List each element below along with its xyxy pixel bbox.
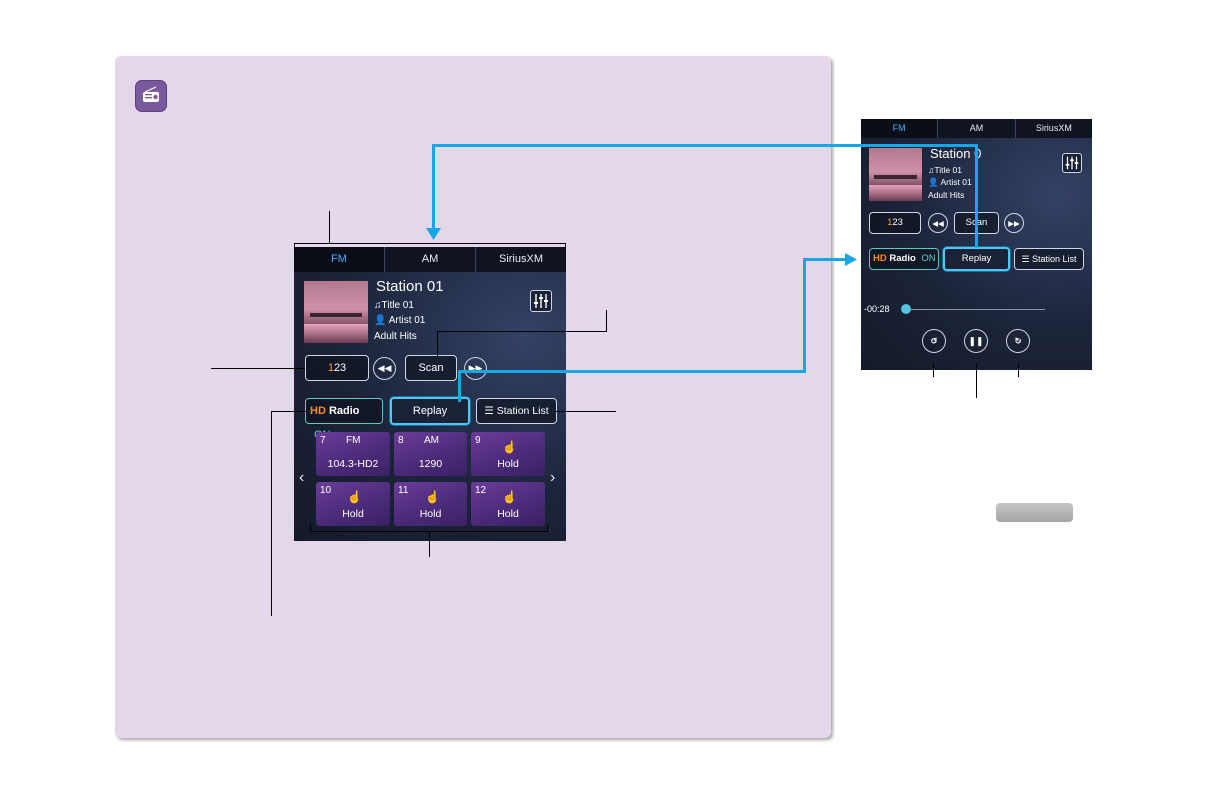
connector-top-v-left	[432, 144, 435, 230]
callout-bracket-tabs	[294, 243, 566, 244]
genre: Adult Hits	[928, 190, 965, 200]
preset-11[interactable]: 11 ☝ Hold	[394, 482, 467, 526]
equalizer-icon	[1065, 156, 1079, 170]
callout-bracket-tabs-right	[565, 243, 566, 250]
hd-radio-logo-icon: HD	[873, 253, 887, 264]
list-icon: ☰	[484, 405, 494, 417]
callout-line-tabs	[329, 211, 330, 244]
tab-fm[interactable]: FM	[861, 119, 939, 138]
connector-top-v-right	[975, 144, 978, 248]
person-icon: 👤	[928, 177, 939, 187]
callout-bracket-presets-left	[310, 524, 311, 532]
equalizer-icon	[534, 294, 548, 308]
fast-forward-icon: ▶▶	[468, 363, 483, 373]
rewind-icon: ◀◀	[377, 363, 392, 373]
connector-arrow-right-icon	[845, 253, 857, 266]
skip-back-button[interactable]: ↺5	[922, 329, 946, 353]
tab-fm[interactable]: FM	[294, 247, 385, 272]
replay-progress-knob[interactable]	[901, 304, 911, 314]
callout-line-hd-v	[271, 411, 272, 616]
album-art	[869, 148, 922, 201]
track-title: ♫Title 01	[374, 300, 414, 311]
callout-bracket-presets-right	[547, 524, 548, 532]
person-icon: 👤	[374, 315, 387, 326]
connector-mid-h2	[803, 258, 847, 261]
connector-mid-h1	[458, 370, 806, 373]
connector-mid-v1	[458, 370, 461, 402]
seek-forward-button[interactable]: ▶▶	[464, 357, 487, 380]
tab-am[interactable]: AM	[938, 119, 1016, 138]
hand-tap-icon: ☝	[502, 440, 517, 454]
replay-time-offset: -00:28	[864, 304, 890, 314]
station-name: Station 0	[930, 146, 982, 161]
preset-9[interactable]: 9 ☝ Hold	[471, 432, 545, 476]
tab-siriusxm[interactable]: SiriusXM	[1015, 119, 1092, 138]
direct-tune-button[interactable]: 123	[869, 212, 921, 234]
skip-forward-button[interactable]: ↻5	[1006, 329, 1030, 353]
station-list-button[interactable]: ☰ Station List	[1014, 248, 1084, 270]
track-artist: 👤 Artist 01	[928, 177, 972, 187]
hand-tap-icon: ☝	[347, 490, 362, 504]
pause-button[interactable]: ❚❚	[964, 329, 988, 353]
callout-line-scan-h	[437, 331, 607, 332]
hd-radio-toggle[interactable]: HD Radio ON	[305, 398, 383, 441]
station-name: Station 01	[376, 278, 444, 295]
pause-icon: ❚❚	[968, 335, 984, 346]
skip-forward-icon: ↻	[1014, 335, 1022, 346]
list-icon: ☰	[1021, 254, 1030, 264]
callout-line-station-list	[556, 411, 616, 412]
callout-line-presets	[429, 531, 430, 557]
direct-tune-button[interactable]: 123	[305, 355, 369, 381]
preset-7[interactable]: 7 FM 104.3-HD2	[316, 432, 390, 476]
hand-tap-icon: ☝	[425, 490, 440, 504]
replay-button[interactable]: Replay	[390, 397, 470, 425]
callout-line-scan-v	[606, 310, 607, 332]
connector-arrow-down-icon	[426, 228, 441, 240]
track-title: ♫Title 01	[928, 165, 962, 175]
callout-line-direct-tune	[211, 368, 305, 369]
preset-12[interactable]: 12 ☝ Hold	[471, 482, 545, 526]
callout-line-scan-down	[437, 331, 438, 357]
scan-button[interactable]: Scan	[405, 355, 457, 381]
callout-line-skip-forward	[1018, 363, 1019, 377]
genre: Adult Hits	[374, 331, 417, 342]
connector-mid-v2	[803, 258, 806, 373]
skip-back-icon: ↺	[930, 335, 938, 346]
callout-line-pause	[976, 363, 977, 398]
preset-8[interactable]: 8 AM 1290	[394, 432, 467, 476]
hand-tap-icon: ☝	[502, 490, 517, 504]
main-radio-screen: FM AM SiriusXM Station 01 ♫Title 01 👤 Ar…	[294, 247, 566, 541]
preset-10[interactable]: 10 ☝ Hold	[316, 482, 390, 526]
preset-prev-arrow[interactable]: ‹	[299, 469, 305, 486]
seek-back-button[interactable]: ◀◀	[928, 213, 948, 233]
hd-radio-toggle[interactable]: HD Radio ON	[869, 248, 939, 270]
equalizer-button[interactable]	[1062, 153, 1082, 173]
preset-next-arrow[interactable]: ›	[550, 469, 556, 486]
track-artist: 👤 Artist 01	[374, 315, 426, 326]
seek-back-button[interactable]: ◀◀	[373, 357, 396, 380]
callout-bracket-tabs-left	[294, 243, 295, 250]
music-note-icon: ♫	[374, 300, 382, 311]
rewind-icon: ◀◀	[932, 218, 944, 228]
radio-app-icon	[135, 80, 167, 112]
station-list-button[interactable]: ☰ Station List	[476, 398, 557, 424]
equalizer-button[interactable]	[530, 290, 552, 312]
callout-line-hd-h	[271, 411, 306, 412]
replay-button[interactable]: Replay	[943, 247, 1010, 271]
connector-top-h	[432, 144, 978, 147]
album-art	[304, 281, 368, 343]
tab-am[interactable]: AM	[385, 247, 476, 272]
callout-line-skip-back	[933, 363, 934, 377]
fast-forward-icon: ▶▶	[1008, 218, 1020, 228]
music-note-icon: ♫	[928, 165, 935, 175]
replay-progress-track[interactable]	[905, 309, 1045, 310]
tab-siriusxm[interactable]: SiriusXM	[476, 247, 566, 272]
seek-forward-button[interactable]: ▶▶	[1004, 213, 1024, 233]
gray-tag	[996, 503, 1073, 522]
hd-radio-logo-icon: HD	[310, 405, 326, 417]
